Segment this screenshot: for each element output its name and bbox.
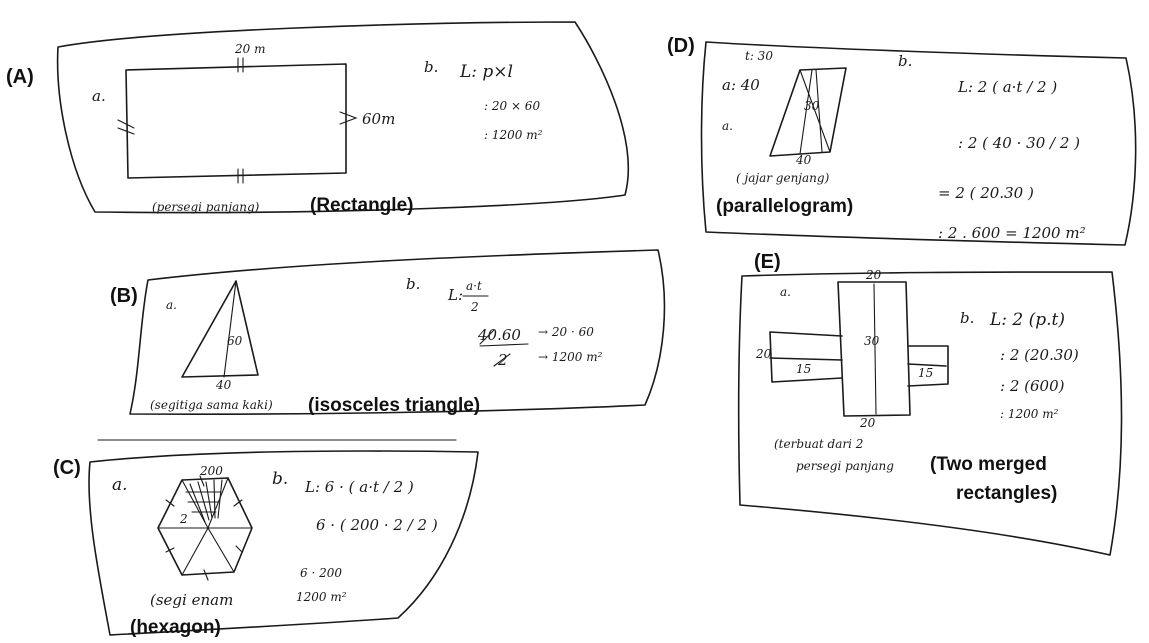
panel-a-part-b: b. [424, 58, 438, 76]
parallelogram-caption: ( jajar genjang) [736, 171, 830, 185]
parallelogram-line3: = 2 ( 20.30 ) [938, 184, 1034, 202]
rectangle-step2: : 1200 m² [484, 128, 543, 142]
panel-c-part-b: b. [272, 469, 288, 489]
rectangle-tick-right [339, 111, 358, 125]
panel-b-part-a: a. [166, 298, 177, 312]
triangle-work-den-strike [493, 353, 511, 367]
triangle-height-label: 60 [227, 334, 243, 348]
panel-d: (D) t: 30 a: 40 a. 30 40 b. L: 2 ( a·t /… [667, 35, 1137, 246]
rectangle-shape [125, 63, 347, 179]
merged-dim-top: 20 [865, 268, 882, 282]
panel-e-border [737, 271, 1123, 556]
parallelogram-diagonals [799, 69, 831, 155]
triangle-formula-num: a·t [466, 279, 482, 293]
parallelogram-line2: : 2 ( 40 · 30 / 2 ) [958, 134, 1080, 152]
merged-line2: : 2 (20.30) [1000, 346, 1079, 364]
panel-c-part-a: a. [112, 475, 128, 495]
panel-c-tag: (C) [53, 457, 81, 479]
panel-d-tag: (D) [667, 35, 695, 57]
hexagon-line3: 6 · 200 [300, 566, 342, 580]
panel-b-part-b: b. [406, 275, 420, 293]
parallelogram-base-label: 40 [795, 153, 812, 167]
rectangle-dim-top: 20 m [234, 42, 265, 56]
triangle-height-line [223, 280, 237, 378]
panel-d-part-a: a. [722, 119, 733, 133]
panel-e-part-a: a. [780, 285, 791, 299]
merged-dim-bottom: 20 [859, 416, 876, 430]
panel-a-tag: (A) [6, 66, 34, 88]
rectangle-tick-bottom [237, 168, 244, 184]
triangle-work-r2: → 1200 m² [538, 350, 603, 364]
triangle-formula-den: 2 [470, 300, 479, 314]
rectangle-english-label: (Rectangle) [310, 195, 413, 216]
hexagon-line1: L: 6 · ( a·t / 2 ) [304, 478, 414, 496]
hexagon-hatch [185, 479, 223, 523]
panel-b-border [129, 249, 666, 415]
panel-e-part-b: b. [960, 309, 974, 327]
merged-dim-mid: 30 [864, 334, 880, 348]
parallelogram-line4: : 2 . 600 = 1200 m² [938, 224, 1086, 242]
merged-line4: : 1200 m² [1000, 407, 1059, 421]
merged-rect-vertical [837, 281, 911, 417]
panel-e-tag: (E) [754, 251, 781, 273]
panel-a: (A) a. 20 m 60m b. L: p×l : 20 × 60 : 12… [6, 21, 630, 216]
merged-caption-line1: (terbuat dari 2 [774, 437, 863, 451]
rectangle-caption: (persegi panjang) [152, 200, 260, 214]
rectangle-tick-left [117, 119, 135, 135]
rectangle-step1: : 20 × 60 [484, 99, 540, 113]
panel-b-tag: (B) [110, 285, 138, 307]
merged-rect-horizontal [769, 331, 949, 387]
panel-a-part-a: a. [92, 87, 106, 105]
triangle-english-label: (isosceles triangle) [308, 395, 480, 416]
hexagon-diagonals [157, 477, 253, 576]
hexagon-inner-label: 2 [179, 512, 188, 526]
triangle-formula-l: L: [447, 286, 463, 304]
merged-line1: L: 2 (p.t) [989, 310, 1065, 330]
merged-rect-center-line [873, 283, 877, 415]
triangle-shape [181, 280, 259, 378]
hexagon-caption: (segi enam [150, 591, 233, 609]
panel-d-part-b: b. [898, 52, 912, 70]
parallelogram-height-label: 30 [804, 99, 820, 113]
triangle-base-label: 40 [215, 378, 232, 392]
merged-dim-left: 20 [755, 347, 772, 361]
hexagon-ticks [165, 475, 243, 581]
hexagon-line2: 6 · ( 200 · 2 / 2 ) [316, 516, 438, 534]
rectangle-formula: L: p×l [459, 62, 513, 82]
panel-c: (C) a. 200 2 b. L: 6 · ( a·t / 2 ) 6 · (… [53, 439, 479, 638]
triangle-work-strike [479, 329, 495, 345]
triangle-work-bar [479, 343, 529, 347]
merged-caption-line2: persegi panjang [796, 459, 894, 473]
panel-e: (E) a. 20 20 20 30 15 15 b. L: 2 (p.t) :… [737, 251, 1123, 556]
parallelogram-t-note: t: 30 [745, 49, 773, 63]
triangle-work-num: 40.60 [477, 326, 521, 344]
parallelogram-english-label: (parallelogram) [716, 196, 853, 217]
hexagon-english-label: (hexagon) [130, 617, 221, 638]
rectangle-tick-top [237, 57, 244, 73]
parallelogram-a-note: a: 40 [722, 76, 760, 94]
panel-c-border [88, 450, 479, 636]
hexagon-dim-top: 200 [199, 464, 223, 478]
rectangle-dim-right: 60m [362, 110, 395, 128]
panel-d-border [700, 41, 1137, 246]
hexagon-line4: 1200 m² [296, 590, 347, 604]
merged-english-line1: (Two merged [930, 454, 1047, 475]
merged-dim-small-left: 15 [796, 362, 811, 376]
triangle-work-r1: → 20 · 60 [538, 325, 594, 339]
parallelogram-line1: L: 2 ( a·t / 2 ) [957, 78, 1057, 96]
merged-english-line2: rectangles) [956, 483, 1057, 504]
panel-a-border [56, 21, 630, 214]
triangle-caption: (segitiga sama kaki) [150, 398, 273, 412]
merged-line3: : 2 (600) [1000, 377, 1065, 395]
panel-b: (B) a. 60 40 b. L: a·t 2 40.60 2 → 20 · … [110, 249, 666, 416]
merged-dim-small-right: 15 [918, 366, 933, 380]
